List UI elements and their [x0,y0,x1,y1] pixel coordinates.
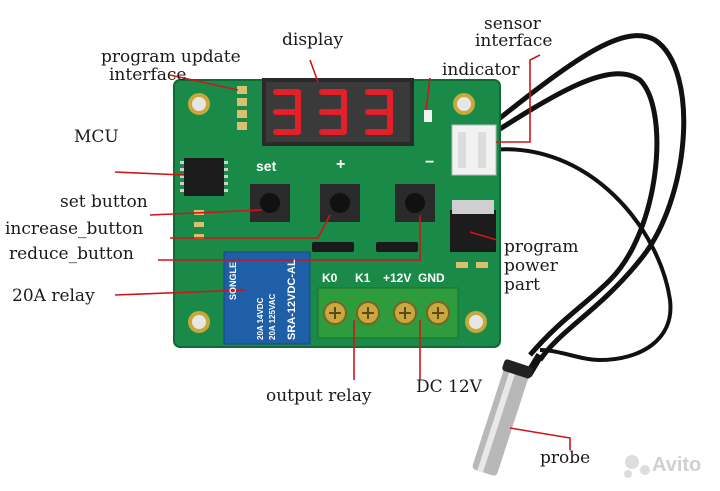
mounting-holes [188,93,487,333]
label-reduce-button: reduce_button [9,244,134,264]
seven-segment-digits [273,89,393,135]
tact-buttons [250,184,435,222]
board-minus-label: − [425,154,435,171]
indicator-led [424,110,432,122]
relay-rating-2: 20A 125VAC [268,293,277,340]
terminal-k1-label: K1 [355,271,371,285]
label-dc-12v: DC 12V [416,377,482,397]
board-plus-label: + [336,156,346,173]
label-program-power-line2: power [504,256,558,276]
label-mcu: MCU [74,127,119,147]
power-regulator [450,210,496,252]
label-increase-button: increase_button [5,219,144,239]
label-program-update-line2: interface [109,65,187,85]
label-relay: 20A relay [12,286,95,306]
label-indicator: indicator [442,60,520,80]
board-set-label: set [256,158,277,174]
mcu-chip [184,158,224,196]
label-set-button: set button [60,192,148,212]
probe-cable [458,33,687,362]
label-program-power-line3: part [504,275,540,295]
relay-brand: SONGLE [228,261,238,300]
leader-lines [114,54,571,450]
terminal-k0-label: K0 [322,271,338,285]
label-output-relay: output relay [266,386,372,406]
probe [472,359,533,476]
label-sensor-line1: sensor [484,14,541,34]
label-probe: probe [540,448,591,468]
label-display: display [282,30,344,50]
terminal-12v-label: +12V [383,271,412,285]
label-sensor-line2: interface [475,31,553,51]
relay-rating-1: 20A 14VDC [256,297,265,340]
label-program-power-line1: program [504,237,579,257]
relay [223,251,311,345]
relay-model: SRA-12VDC-AL [286,259,298,340]
watermark-logo [624,455,650,478]
watermark-text: Avito [652,454,702,476]
terminal-gnd-label: GND [418,271,445,285]
label-program-update-line1: program update [101,47,241,67]
program-header [237,86,247,130]
